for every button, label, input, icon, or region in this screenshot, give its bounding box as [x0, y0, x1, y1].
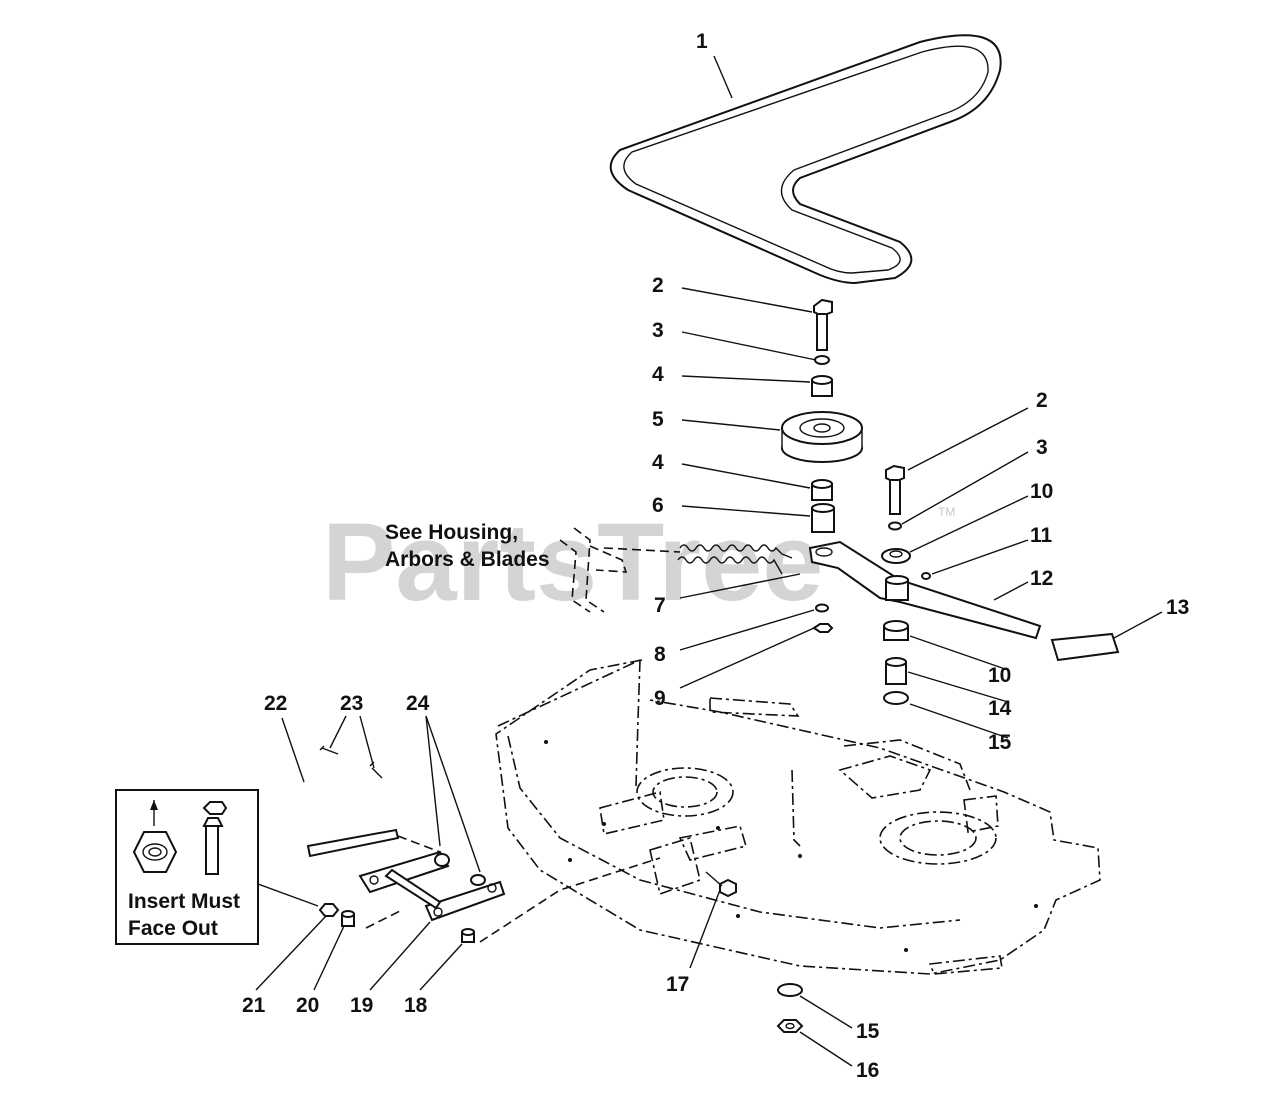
v-belt: [609, 34, 1002, 285]
label-3-top: 3: [652, 319, 664, 342]
flanged-bushing-bottom: [883, 620, 909, 641]
pivot-pin: [306, 828, 400, 858]
label-12: 12: [1030, 567, 1053, 590]
idler-pulley: [781, 411, 863, 463]
bushing-18: [461, 928, 475, 943]
label-15-right: 15: [988, 731, 1012, 754]
label-1: 1: [696, 30, 708, 53]
lock-washer-top: [814, 355, 830, 365]
housing-note-line-1: See Housing,: [385, 521, 518, 544]
label-2-top: 2: [652, 274, 664, 297]
lock-washer-right: [888, 521, 902, 531]
bracket-link-lines: [365, 835, 661, 943]
label-20: 20: [296, 994, 319, 1017]
pulley-bolt: [813, 298, 833, 351]
hairpin-clip-b: [369, 761, 383, 779]
watermark-tm: TM: [938, 505, 955, 519]
bracket-washer-a: [434, 853, 450, 867]
idler-arm: [808, 540, 1042, 640]
nut-small: [812, 623, 834, 633]
bushing-20: [341, 910, 355, 927]
leader-lines: [255, 55, 1163, 1067]
arm-bolt: [885, 464, 905, 515]
label-13: 13: [1166, 596, 1189, 619]
housing-note-line-2: Arbors & Blades: [385, 548, 550, 571]
grease-fitting: [921, 572, 931, 580]
pivot-hub: [885, 575, 909, 601]
label-23: 23: [340, 692, 363, 715]
inset-line-2: Face Out: [128, 917, 218, 940]
bushing-sleeve: [811, 503, 835, 533]
idler-spring: [677, 544, 793, 575]
bracket-washer-b: [470, 874, 486, 886]
label-10-top: 10: [1030, 480, 1053, 503]
label-9: 9: [654, 687, 666, 710]
hairpin-clip-a: [319, 745, 339, 755]
label-24: 24: [406, 692, 430, 715]
label-11: 11: [1030, 524, 1053, 547]
label-21: 21: [242, 994, 266, 1017]
spacer-tube: [885, 657, 907, 685]
flat-washer-top: [883, 691, 909, 705]
label-19: 19: [350, 994, 373, 1017]
label-15-bottom: 15: [856, 1020, 880, 1043]
label-22: 22: [264, 692, 287, 715]
lock-nut-21: [318, 903, 340, 917]
insert-inset: [115, 789, 259, 945]
label-3-right: 3: [1036, 436, 1048, 459]
label-10-bottom: 10: [988, 664, 1011, 687]
label-16: 16: [856, 1059, 879, 1082]
spring-bracket-ref: [559, 527, 681, 613]
label-8: 8: [654, 643, 666, 666]
mower-deck: [495, 659, 1101, 975]
hex-nut-bottom: [776, 1019, 804, 1033]
label-18: 18: [404, 994, 428, 1017]
bracket-tube: [384, 868, 442, 910]
label-5: 5: [652, 408, 664, 431]
spacer-top: [811, 375, 833, 397]
label-17: 17: [666, 973, 689, 996]
spacer-bottom: [811, 479, 833, 501]
label-6: 6: [652, 494, 664, 517]
label-7: 7: [654, 594, 666, 617]
label-14: 14: [988, 697, 1012, 720]
flanged-bushing-top: [881, 548, 911, 564]
arm-grip: [1050, 632, 1120, 662]
inset-line-1: Insert Must: [128, 890, 240, 913]
label-2-right: 2: [1036, 389, 1048, 412]
label-4-top: 4: [652, 363, 664, 386]
deck-bolt: [705, 871, 737, 898]
bracket-plate-b: [424, 880, 506, 922]
flat-washer-bottom: [777, 983, 803, 997]
label-4-bottom: 4: [652, 451, 664, 474]
washer-small: [815, 603, 829, 613]
